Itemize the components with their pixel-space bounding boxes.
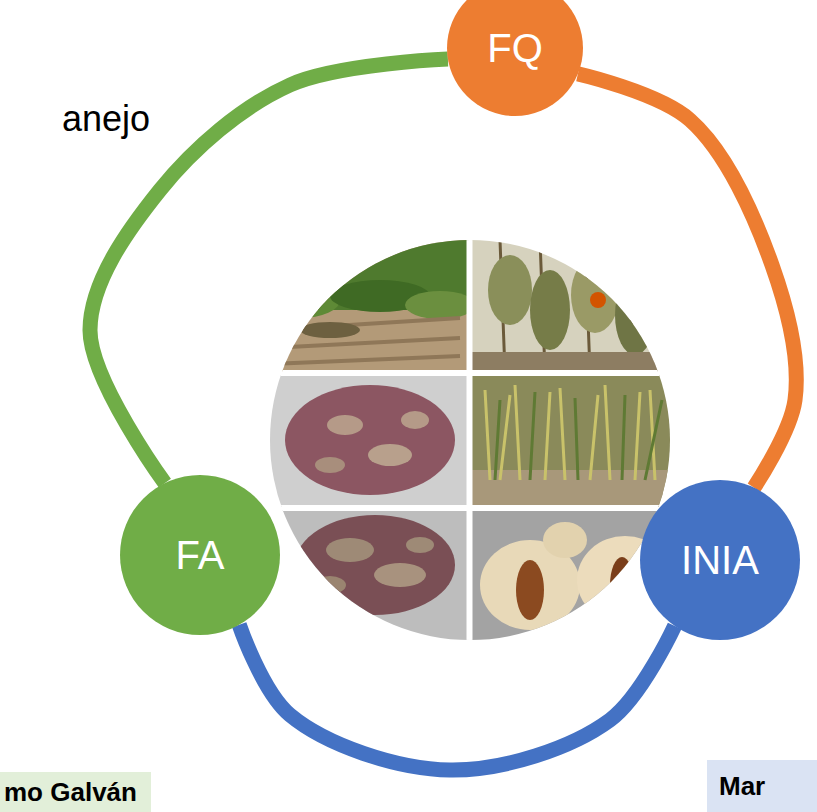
node-text: FA xyxy=(176,533,225,578)
node-text: Mar xyxy=(719,771,765,802)
ring-arc xyxy=(239,625,674,770)
node-text: FQ xyxy=(487,26,543,71)
circle-fill xyxy=(120,475,280,635)
potato-tuber-photo xyxy=(260,375,470,507)
circle-fill xyxy=(640,480,800,640)
node-text: INIA xyxy=(681,538,759,583)
name-box: Mar xyxy=(707,760,817,812)
potato-tuber-photo xyxy=(260,510,470,650)
name-box: mo Galván xyxy=(0,772,151,812)
institution-circle: FQ xyxy=(447,0,583,116)
cut-off-title: anejo xyxy=(62,98,150,140)
tomato-greenhouse-photo xyxy=(470,230,680,372)
potato-field-photo xyxy=(260,230,475,372)
photo-circle xyxy=(260,230,680,650)
circle-fill xyxy=(447,0,583,116)
institution-circle: INIA xyxy=(640,480,800,640)
node-text: mo Galván xyxy=(4,777,137,808)
institution-circle: FA xyxy=(120,475,280,635)
garlic-field-photo xyxy=(470,375,680,507)
